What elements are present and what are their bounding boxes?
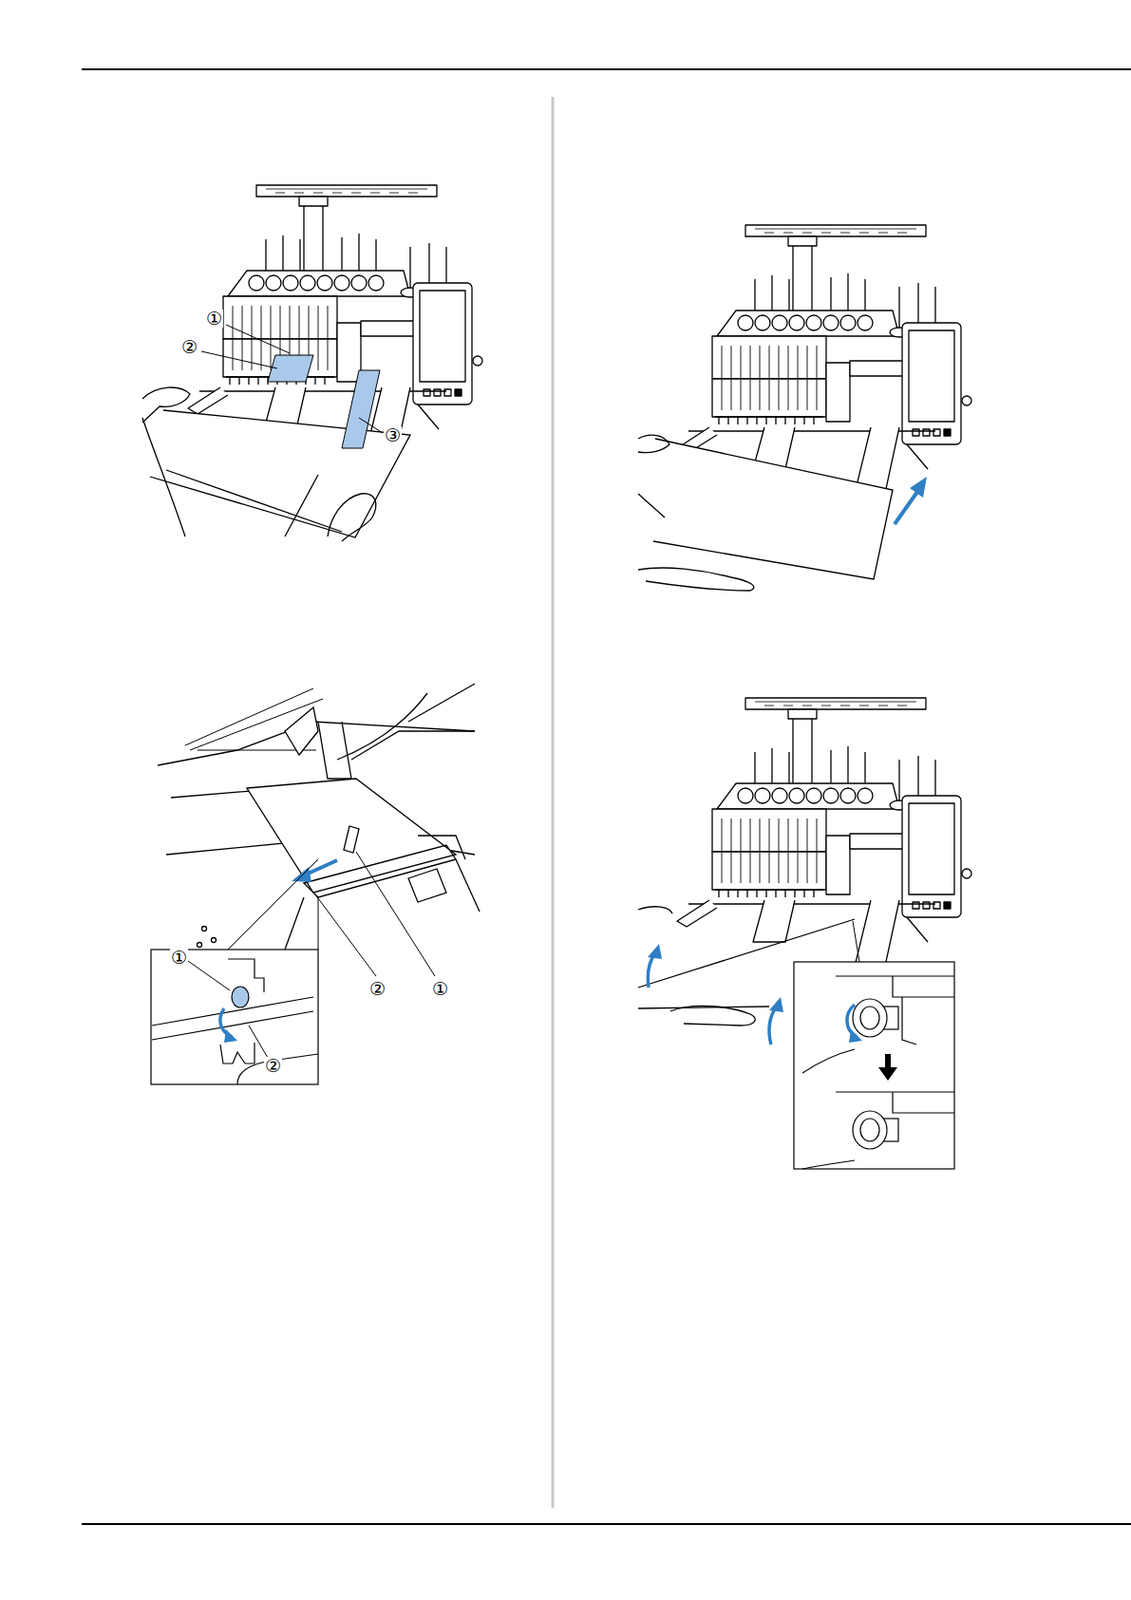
callout-number: ① [169,948,189,967]
callout-number: ① [205,309,224,328]
callout-number: ① [431,980,450,999]
callout-number: ② [368,980,387,999]
callout-number: ② [263,1056,283,1075]
callout-number: ③ [383,426,402,445]
callout-number: ② [180,338,199,357]
